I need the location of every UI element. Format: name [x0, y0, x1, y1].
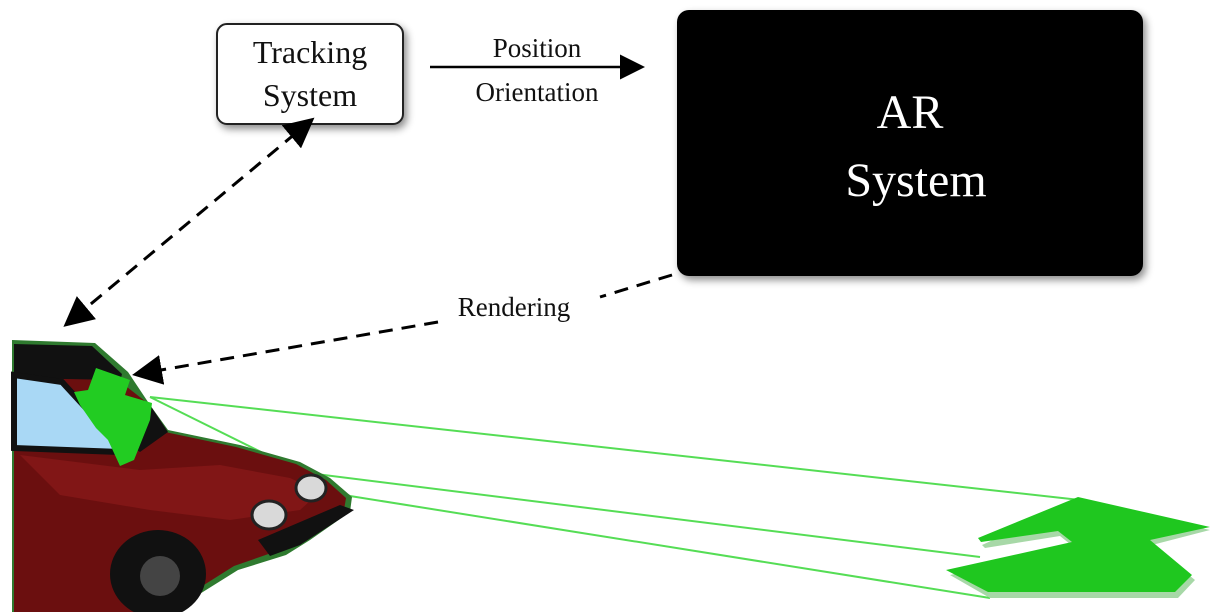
car-body-highlight	[20, 455, 320, 520]
ar-system-node: AR System	[677, 10, 1143, 276]
tracking-car-dashed-arrow	[63, 117, 315, 327]
road-arrow-icon	[946, 497, 1210, 592]
rendering-dashed-arrow	[132, 320, 439, 385]
car-bumper	[258, 505, 354, 556]
position-label: Position	[493, 33, 582, 63]
rendering-edge: Rendering	[132, 273, 673, 385]
car-wheel-hub	[140, 556, 180, 596]
projection-line-bottom	[349, 495, 991, 599]
ar-system-label-line2: System	[845, 154, 986, 207]
tracking-system-node: Tracking System	[216, 23, 404, 125]
ar-system-label-line1: AR	[877, 86, 944, 139]
rendering-dashed-segment	[599, 273, 673, 299]
rendering-label: Rendering	[458, 292, 570, 322]
car-headlight-left	[250, 499, 288, 531]
position-orientation-edge: Position Orientation	[430, 33, 645, 107]
car-illustration	[11, 340, 354, 612]
windshield-ar-arrow-icon	[74, 368, 152, 466]
projection-line-top	[149, 396, 1081, 501]
car-headlight-right	[294, 473, 328, 503]
tracking-system-label-line1: Tracking	[253, 34, 367, 70]
road-arrow-overlay	[946, 497, 1210, 598]
orientation-label: Orientation	[476, 77, 599, 107]
tracking-system-label-line2: System	[263, 77, 357, 113]
